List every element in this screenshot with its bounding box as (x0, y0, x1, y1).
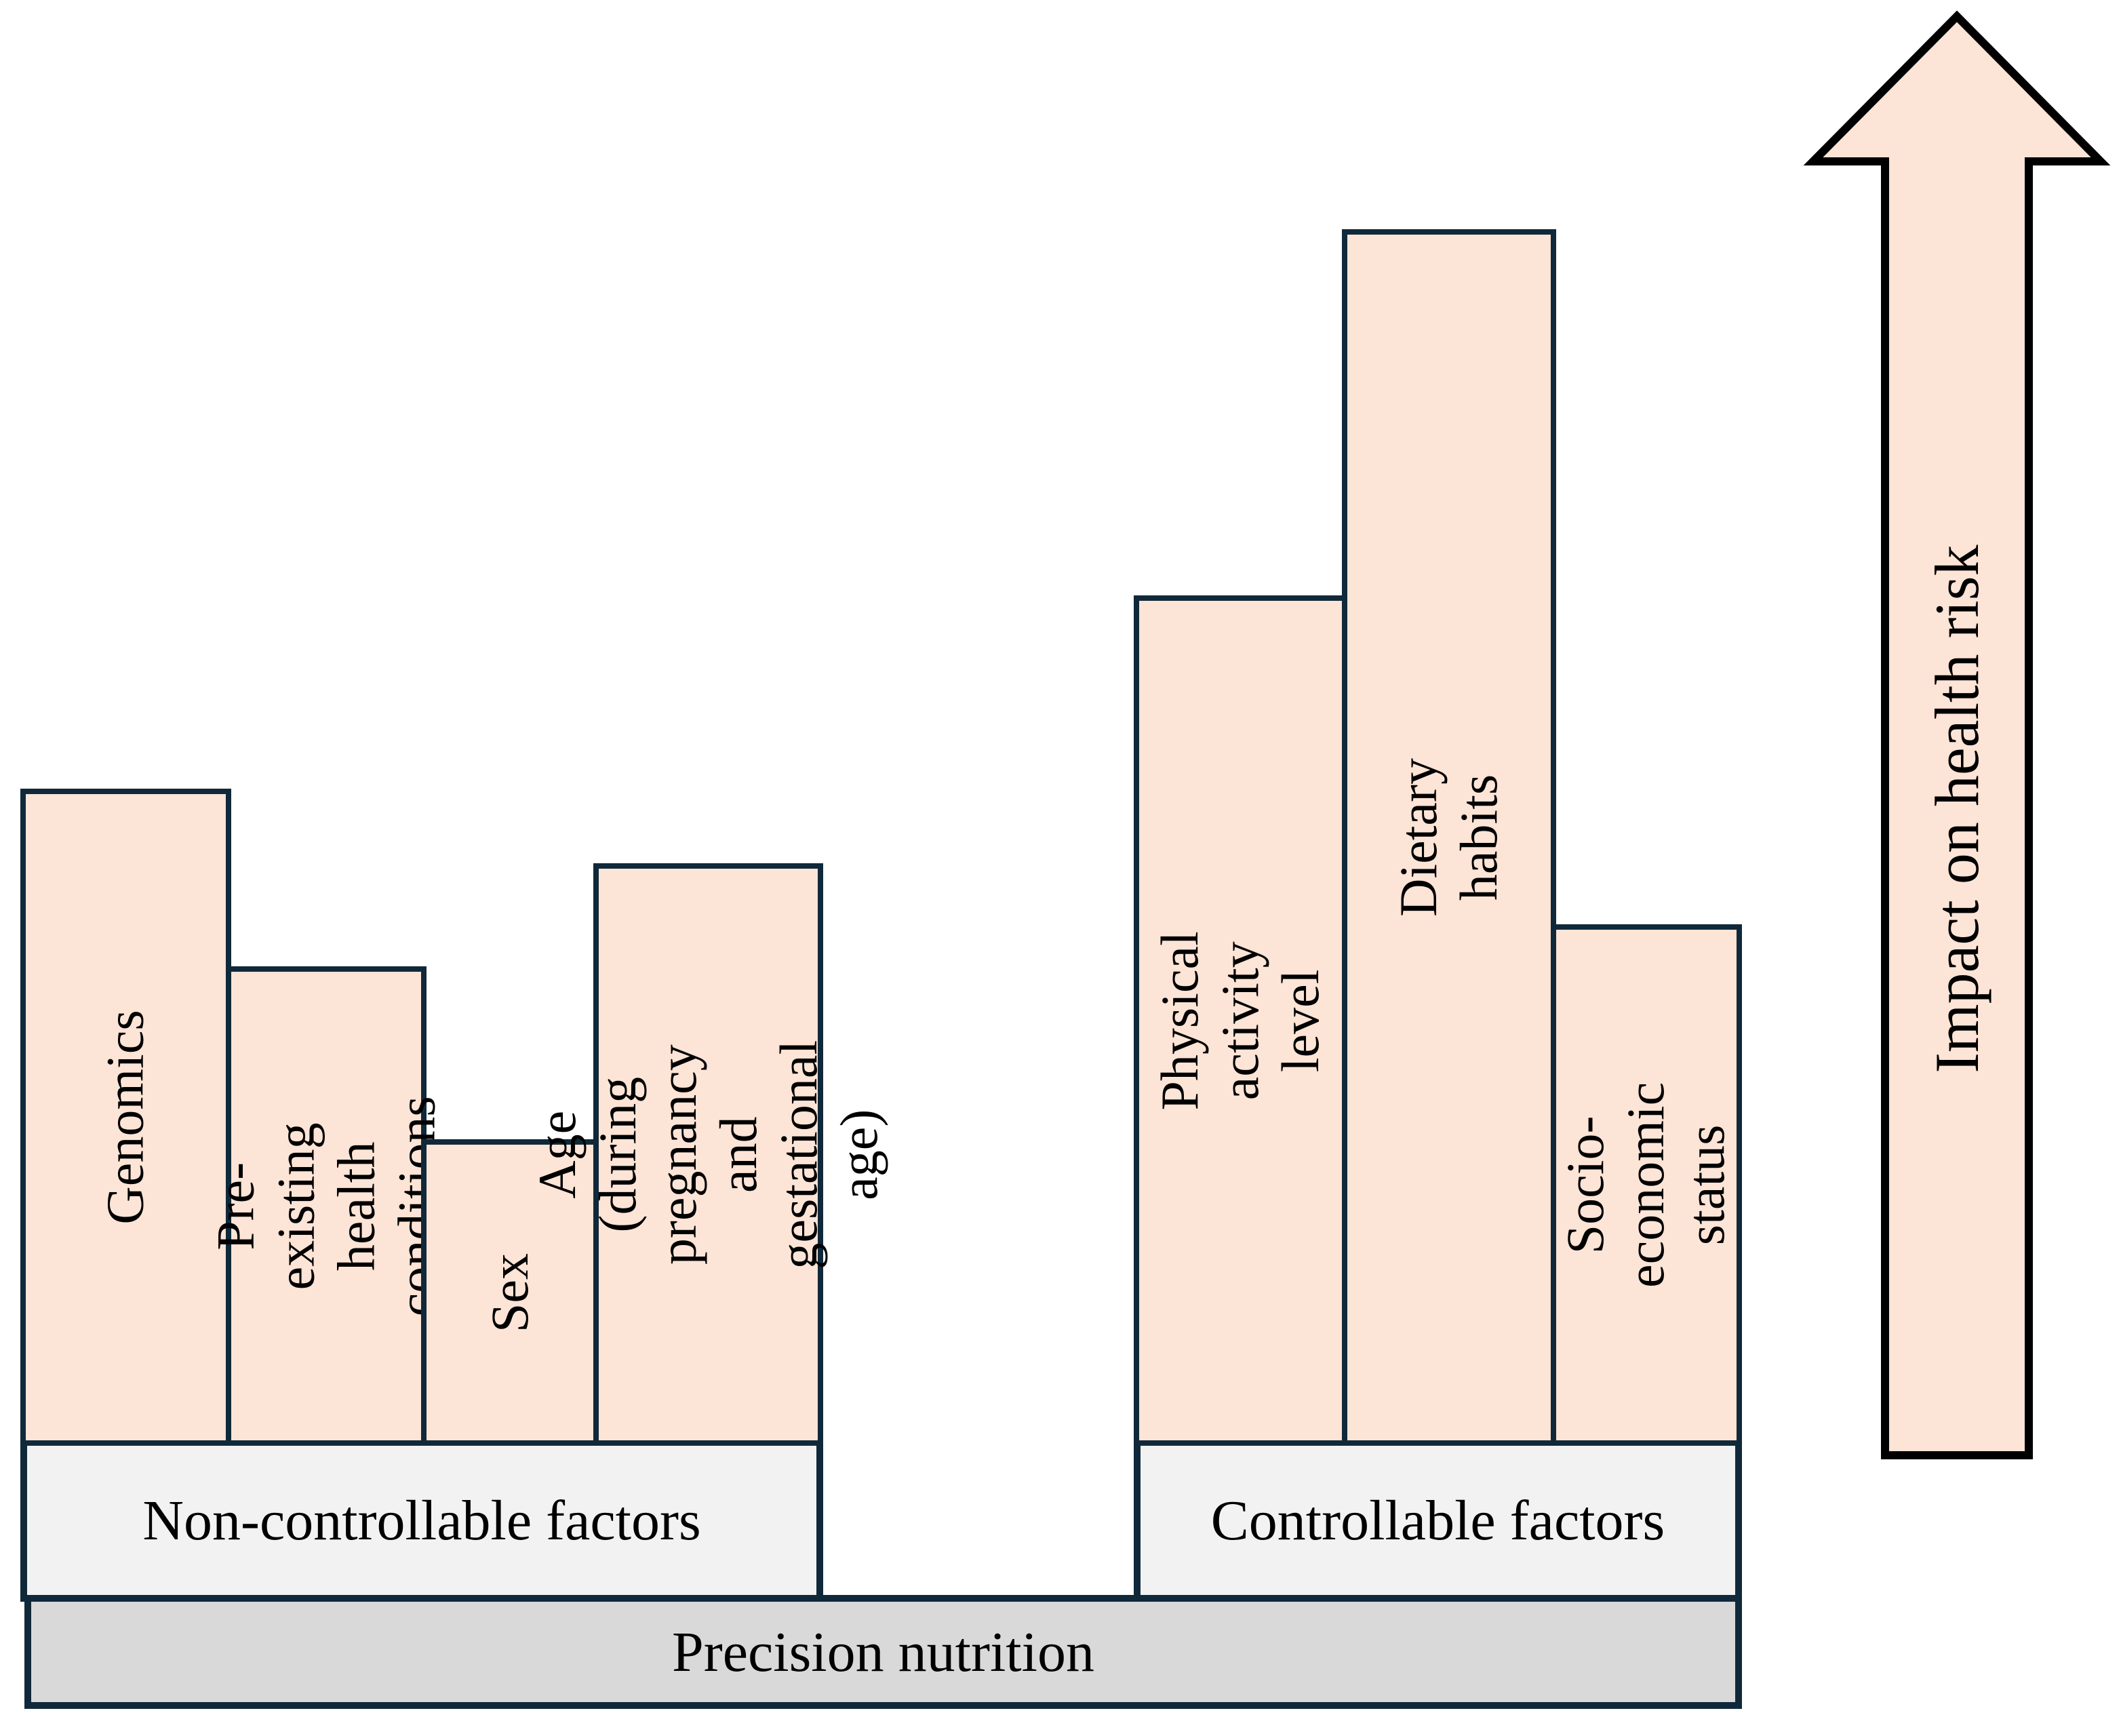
bar-age-during-pregnancy-and-gestational-age-label: Age (during pregnancy and gestational ag… (527, 1040, 888, 1269)
bar-pre-existing-health-conditions: Pre-existing health conditions (205, 966, 445, 1446)
bar-dietary-habits-label: Dietary habits (1389, 758, 1508, 917)
bar-pre-existing-health-conditions-label: Pre-existing health conditions (205, 1096, 445, 1316)
impact-arrow-shape (1803, 10, 2111, 1459)
bar-physical-activity-level-label: Physical activity level (1150, 930, 1330, 1111)
bar-dietary-habits: Dietary habits (1342, 229, 1556, 1446)
precision-nutrition-box: Precision nutrition (24, 1595, 1742, 1709)
bar-socio-economic-status-label: Socio-economic status (1555, 1082, 1736, 1288)
bar-genomics: Genomics (20, 789, 231, 1446)
controllable-factors-label: Controllable factors (1210, 1488, 1665, 1552)
bar-socio-economic-status: Socio-economic status (1551, 924, 1742, 1446)
impact-arrow-label: Impact on health risk (1922, 545, 1991, 1073)
bar-age-during-pregnancy-and-gestational-age: Age (during pregnancy and gestational ag… (528, 863, 888, 1446)
precision-nutrition-label: Precision nutrition (672, 1620, 1094, 1684)
bar-genomics-label: Genomics (96, 1010, 155, 1225)
bar-physical-activity-level: Physical activity level (1134, 595, 1347, 1446)
non-controllable-factors-box: Non-controllable factors (20, 1439, 823, 1602)
controllable-factors-box: Controllable factors (1134, 1439, 1742, 1602)
non-controllable-factors-label: Non-controllable factors (142, 1488, 701, 1552)
